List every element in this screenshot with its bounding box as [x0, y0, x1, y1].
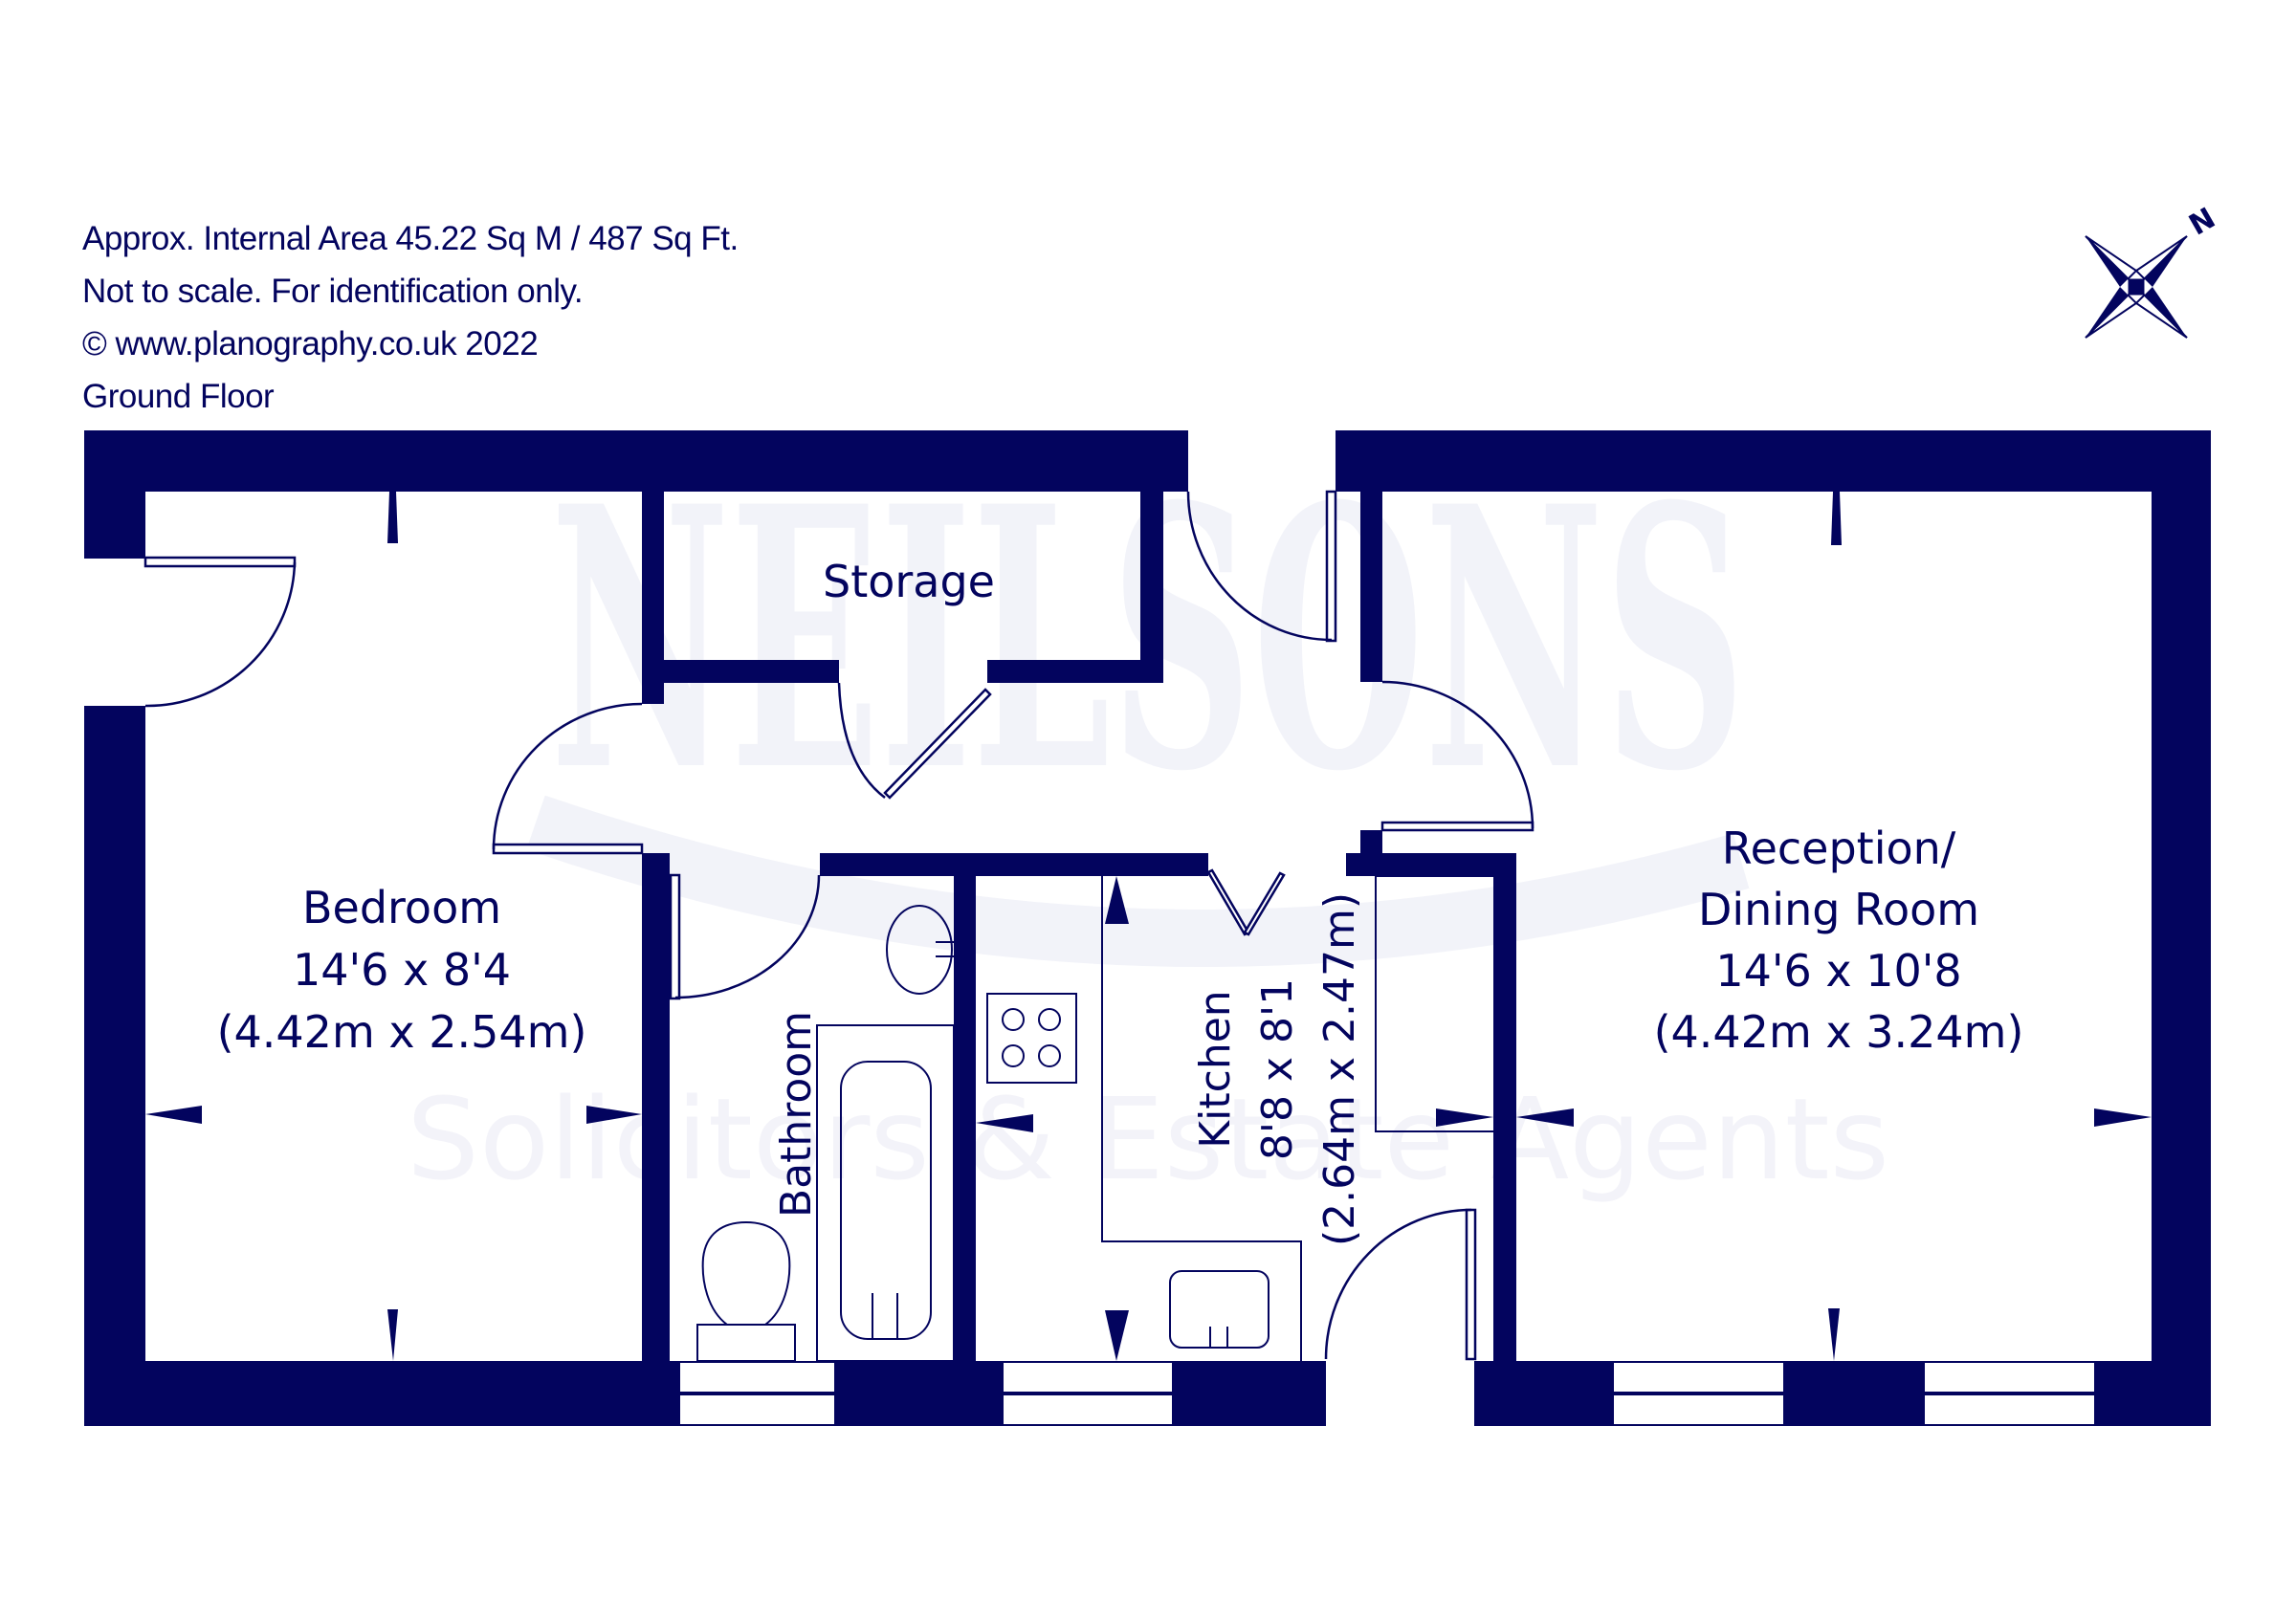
- walls: [84, 430, 2211, 1426]
- bathroom-label: Bathroom: [772, 1011, 821, 1218]
- door-bathroom: [669, 873, 821, 1000]
- bath-enclosure: [816, 1024, 955, 1362]
- door-kitchen-bifold: [1206, 868, 1286, 936]
- door-entrance: [1186, 490, 1337, 643]
- bedroom-dimensions-imperial: 14'6 x 8'4: [293, 944, 511, 996]
- bedroom-label: Bedroom: [302, 882, 501, 933]
- door-storage: [837, 682, 992, 800]
- compass-north-label: N: [2184, 202, 2221, 243]
- internal-area-text: Approx. Internal Area 45.22 Sq M / 487 S…: [82, 220, 739, 257]
- copyright-text: © www.planography.co.uk 2022: [82, 325, 539, 362]
- hall-cupboard: [1375, 875, 1493, 1132]
- door-bedroom-exterior: [144, 556, 297, 708]
- disclaimer-text: Not to scale. For identification only.: [82, 273, 584, 310]
- reception-dimensions-imperial: 14'6 x 10'8: [1715, 945, 1961, 997]
- watermark-tagline: Solicitors & Estate Agents: [407, 1073, 1889, 1205]
- toilet-icon: [696, 1220, 796, 1362]
- reception-label-line1: Reception/: [1722, 823, 1956, 874]
- fixtures: [696, 875, 1493, 1362]
- door-bedroom-hall: [492, 702, 644, 855]
- reception-label-line2: Dining Room: [1698, 884, 1979, 935]
- plan-info: Approx. Internal Area 45.22 Sq M / 487 S…: [82, 212, 739, 423]
- kitchen-label: Kitchen: [1191, 990, 1240, 1148]
- kitchen-dimensions-metric: (2.64m x 2.47m): [1315, 892, 1364, 1246]
- compass-rose-icon: N: [2085, 202, 2221, 339]
- dimension-arrows: [145, 492, 2152, 1361]
- bathroom-sink-icon: [886, 905, 953, 995]
- kitchen-counter: [1101, 876, 1302, 1361]
- room-labels: Storage Bedroom 14'6 x 8'4 (4.42m x 2.54…: [217, 556, 2024, 1246]
- doors: [144, 490, 1534, 1361]
- door-front: [1324, 1208, 1477, 1361]
- door-reception: [1380, 680, 1534, 832]
- reception-dimensions-metric: (4.42m x 3.24m): [1654, 1006, 2024, 1058]
- kitchen-dimensions-imperial: 8'8 x 8'1: [1253, 978, 1302, 1160]
- hob-icon: [986, 993, 1077, 1084]
- storage-label: Storage: [823, 556, 995, 607]
- floor-label: Ground Floor: [82, 378, 275, 415]
- bath-tub-icon: [840, 1061, 932, 1340]
- bedroom-dimensions-metric: (4.42m x 2.54m): [217, 1006, 587, 1058]
- kitchen-sink-icon: [1169, 1270, 1269, 1349]
